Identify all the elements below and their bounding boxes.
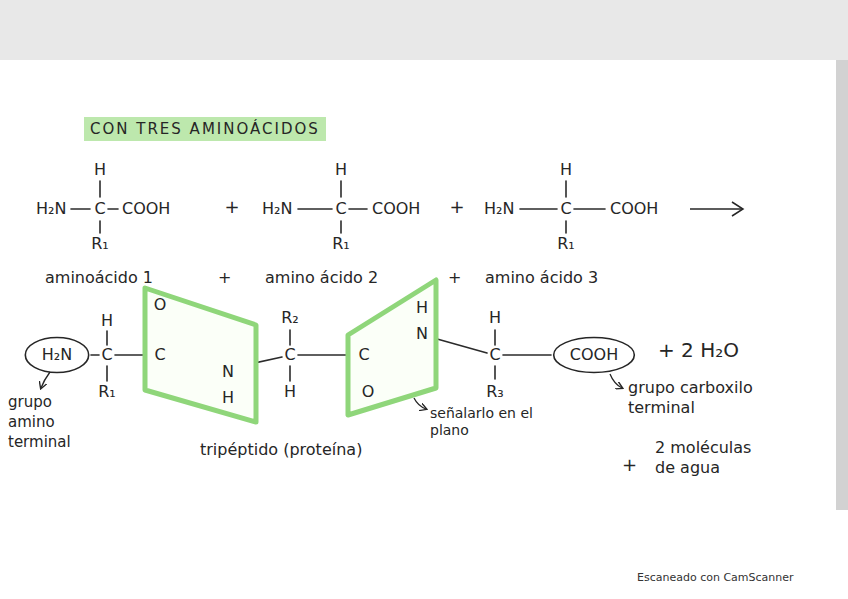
formula-text: C (94, 199, 105, 219)
formula-text: R₁ (98, 382, 116, 402)
group-formula: COOH (552, 336, 636, 374)
formula-text: H (560, 160, 572, 180)
atom-symbol: O (154, 295, 167, 315)
atom-symbol: C (154, 345, 165, 365)
formula-text: H (335, 160, 347, 180)
formula-text: + (224, 197, 239, 217)
formula-text: C (560, 199, 571, 219)
terminal-group-circle: H₂N (24, 336, 90, 374)
formula-text: + (448, 268, 461, 288)
formula-text: C (489, 345, 500, 365)
atom-symbol: H (222, 388, 234, 408)
formula-text: R₁ (557, 234, 575, 254)
atom-symbol: O (362, 382, 375, 402)
product-water: + 2 H₂O (658, 340, 739, 360)
formula-text: + (622, 455, 637, 475)
annotation: tripéptido (proteína) (200, 440, 362, 460)
formula-text: C (101, 345, 112, 365)
formula-text: amino ácido 3 (485, 268, 598, 288)
leader-arrows (41, 372, 622, 409)
group-formula: H₂N (24, 336, 90, 374)
formula-text: amino ácido 2 (265, 268, 378, 288)
annotation: 2 moléculas de agua (655, 438, 763, 478)
watermark: Escaneado con CamScanner (637, 569, 794, 586)
formula-text: H₂N (484, 199, 514, 219)
annotation: grupo amino terminal (8, 392, 90, 452)
formula-text: aminoácido 1 (45, 268, 153, 288)
atom-symbol: N (222, 362, 234, 382)
formula-text: COOH (122, 199, 170, 219)
formula-text: R₁ (332, 234, 350, 254)
formula-text: R₃ (486, 382, 504, 402)
formula-text: H₂N (262, 199, 292, 219)
formula-text: H (284, 382, 296, 402)
formula-text: H (94, 160, 106, 180)
formula-text: R₁ (91, 234, 109, 254)
plane-outline (145, 288, 256, 422)
scan-margin (836, 60, 848, 510)
formula-text: C (335, 199, 346, 219)
peptide-bond-plane: CO HN (344, 276, 440, 420)
peptide-bond-plane: O C NH (140, 280, 264, 428)
atom-symbol: N (416, 324, 428, 344)
atom-symbol: H (416, 298, 428, 318)
formula-text: H₂N (36, 199, 66, 219)
formula-text: + (449, 197, 464, 217)
formula-text: + (218, 268, 231, 288)
title-highlight: CON TRES AMINOÁCIDOS (84, 117, 326, 141)
scan-margin (0, 0, 848, 60)
plane-outline (348, 280, 436, 415)
annotation: grupo carboxilo terminal (628, 378, 788, 418)
formula-text: H (489, 308, 501, 328)
annotation: señalarlo en el plano (430, 405, 540, 439)
formula-text: COOH (610, 199, 658, 219)
formula-text: COOH (372, 199, 420, 219)
terminal-group-circle: COOH (552, 336, 636, 374)
atom-symbol: C (358, 345, 369, 365)
formula-text: C (284, 345, 295, 365)
formula-text: H (101, 311, 113, 331)
formula-text: R₂ (281, 308, 299, 328)
reaction-arrow (690, 202, 743, 216)
plane-outline (344, 276, 440, 420)
